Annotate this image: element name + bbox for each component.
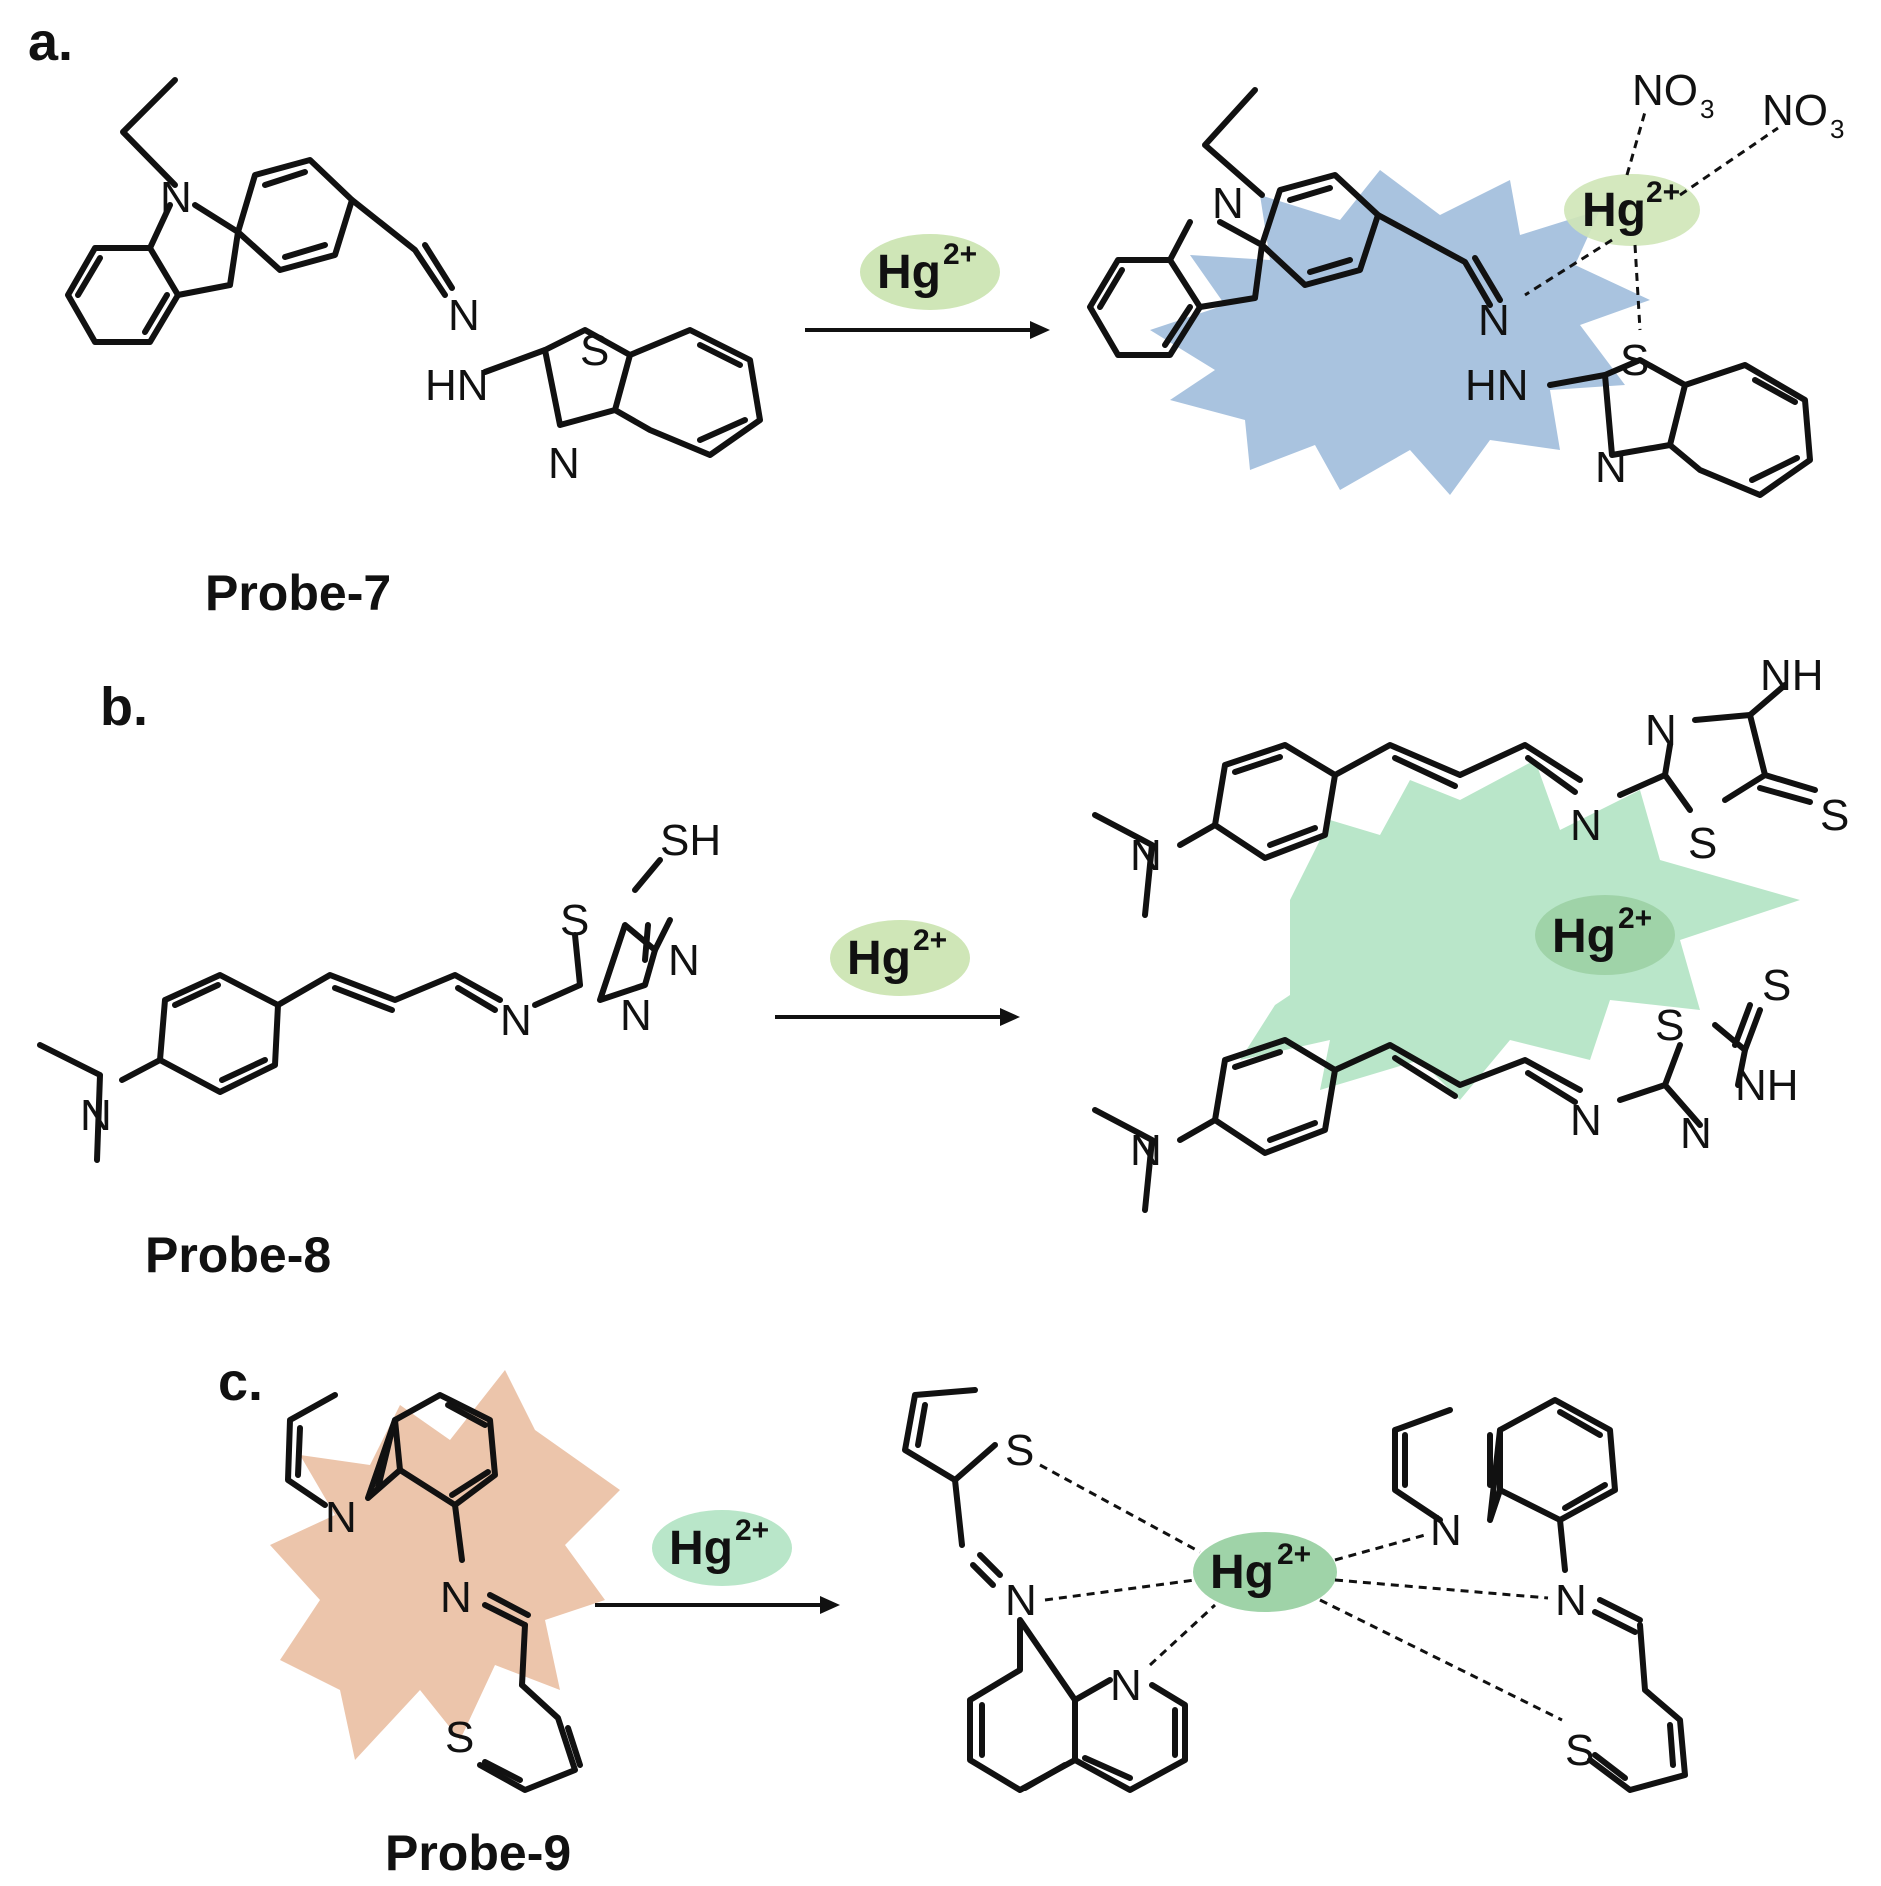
product-b-lower (1092, 1002, 1763, 1213)
hg-reagent-c: Hg (669, 1522, 733, 1575)
product-b-upper-thione-s: S (1820, 791, 1849, 840)
probe-9-thiophene-s: S (445, 1713, 474, 1762)
probe-8-imine-n: N (500, 996, 532, 1045)
probe-8-structure (37, 857, 673, 1163)
panel-b-letter: b. (100, 677, 148, 737)
reaction-arrowhead-a (1030, 321, 1050, 339)
hg-reagent-a: Hg (877, 246, 941, 299)
probe-8-label: Probe-8 (145, 1227, 331, 1283)
product-b-upper-ring-s: S (1688, 819, 1717, 868)
hg-complex-c: Hg (1210, 1546, 1274, 1599)
probe-8-thiadiazole-s: S (560, 896, 589, 945)
panel-a-letter: a. (28, 12, 73, 72)
panel-a: a. N N HN S N Probe-7 Hg 2+ (28, 12, 1844, 621)
complex-a-thiazole-n: N (1595, 443, 1627, 492)
product-b-upper (1092, 682, 1818, 918)
product-b-upper-imine-n: N (1570, 801, 1602, 850)
hg-reagent-c-charge: 2+ (735, 1514, 769, 1547)
hg-complex-bubble-b (1535, 895, 1675, 975)
product-b-lower-ring-s: S (1655, 1001, 1684, 1050)
hg-reagent-bubble-b (830, 920, 970, 996)
fluorescence-burst-a (1150, 170, 1650, 495)
product-b-upper-amine-n: N (1130, 831, 1162, 880)
probe-7-hydrazine-hn: HN (425, 361, 489, 410)
complex-c-quinoline-n-right: N (1430, 1506, 1462, 1555)
hg-complex-a-charge: 2+ (1646, 176, 1680, 209)
complex-c-thiophene-s-left: S (1005, 1426, 1034, 1475)
nitrate-1-subscript: 3 (1700, 94, 1714, 124)
hg-complex-b-charge: 2+ (1618, 902, 1652, 935)
probe-8-thiadiazole-n1: N (668, 936, 700, 985)
hg-complex-bubble-c (1193, 1532, 1337, 1612)
panel-c: c. N N S Probe-9 Hg 2+ (218, 1352, 1688, 1881)
product-b-lower-ring-n: N (1680, 1109, 1712, 1158)
product-b-upper-ring-n: N (1645, 706, 1677, 755)
hg-complex-c-charge: 2+ (1277, 1538, 1311, 1571)
complex-a-carbazole-n: N (1212, 179, 1244, 228)
probe-8-amine-n: N (80, 1091, 112, 1140)
complex-c-quinoline-n-left: N (1110, 1661, 1142, 1710)
probe-7-carbazole-n: N (160, 173, 192, 222)
hg-reagent-a-charge: 2+ (943, 238, 977, 271)
complex-a-hydrazine-hn: HN (1465, 361, 1529, 410)
probe-7-imine-n: N (448, 291, 480, 340)
probe-7-structure (65, 77, 763, 458)
probe-8-thiadiazole-n2: N (620, 991, 652, 1040)
hg-complex-bubble-a (1564, 174, 1700, 246)
fluorescence-burst-b (1240, 760, 1800, 1100)
reaction-arrowhead-b (1000, 1008, 1020, 1026)
probe-8-thiol: SH (660, 816, 721, 865)
panel-b: b. N N S N N SH Probe-8 Hg 2+ (37, 651, 1849, 1283)
complex-c-imine-n-left: N (1005, 1576, 1037, 1625)
hg-reagent-bubble-a (860, 234, 1000, 310)
product-b-lower-imine-n: N (1570, 1096, 1602, 1145)
nitrate-1: NO (1632, 66, 1698, 115)
product-b-lower-amine-n: N (1130, 1126, 1162, 1175)
hg-reagent-bubble-c (652, 1510, 792, 1586)
probe-9-imine-n: N (440, 1573, 472, 1622)
product-b-lower-thione-s: S (1762, 961, 1791, 1010)
probe-9-quinoline-n: N (325, 1493, 357, 1542)
fluorescence-burst-c (270, 1370, 620, 1760)
probe-9-complex-structure (902, 1387, 1688, 1793)
complex-a-thiazole-s: S (1620, 336, 1649, 385)
probe-9-structure (285, 1392, 583, 1793)
probe-7-label: Probe-7 (205, 565, 391, 621)
complex-c-thiophene-s-right: S (1565, 1726, 1594, 1775)
complex-c-imine-n-right: N (1555, 1576, 1587, 1625)
hg-reagent-b: Hg (847, 932, 911, 985)
nitrate-2: NO (1762, 86, 1828, 135)
hg-complex-b: Hg (1552, 910, 1616, 963)
probe-7-complex-structure (1087, 87, 1813, 498)
hg-complex-a: Hg (1582, 184, 1646, 237)
probe-9-label: Probe-9 (385, 1825, 571, 1881)
hg-reagent-b-charge: 2+ (913, 924, 947, 957)
product-b-lower-ring-nh: NH (1735, 1061, 1799, 1110)
reaction-arrowhead-c (820, 1596, 840, 1614)
nitrate-2-subscript: 3 (1830, 114, 1844, 144)
product-b-upper-imino-nh: NH (1760, 651, 1824, 700)
complex-a-imine-n: N (1478, 296, 1510, 345)
panel-c-letter: c. (218, 1352, 263, 1412)
probe-7-thiazole-s: S (580, 326, 609, 375)
probe-7-thiazole-n: N (548, 439, 580, 488)
